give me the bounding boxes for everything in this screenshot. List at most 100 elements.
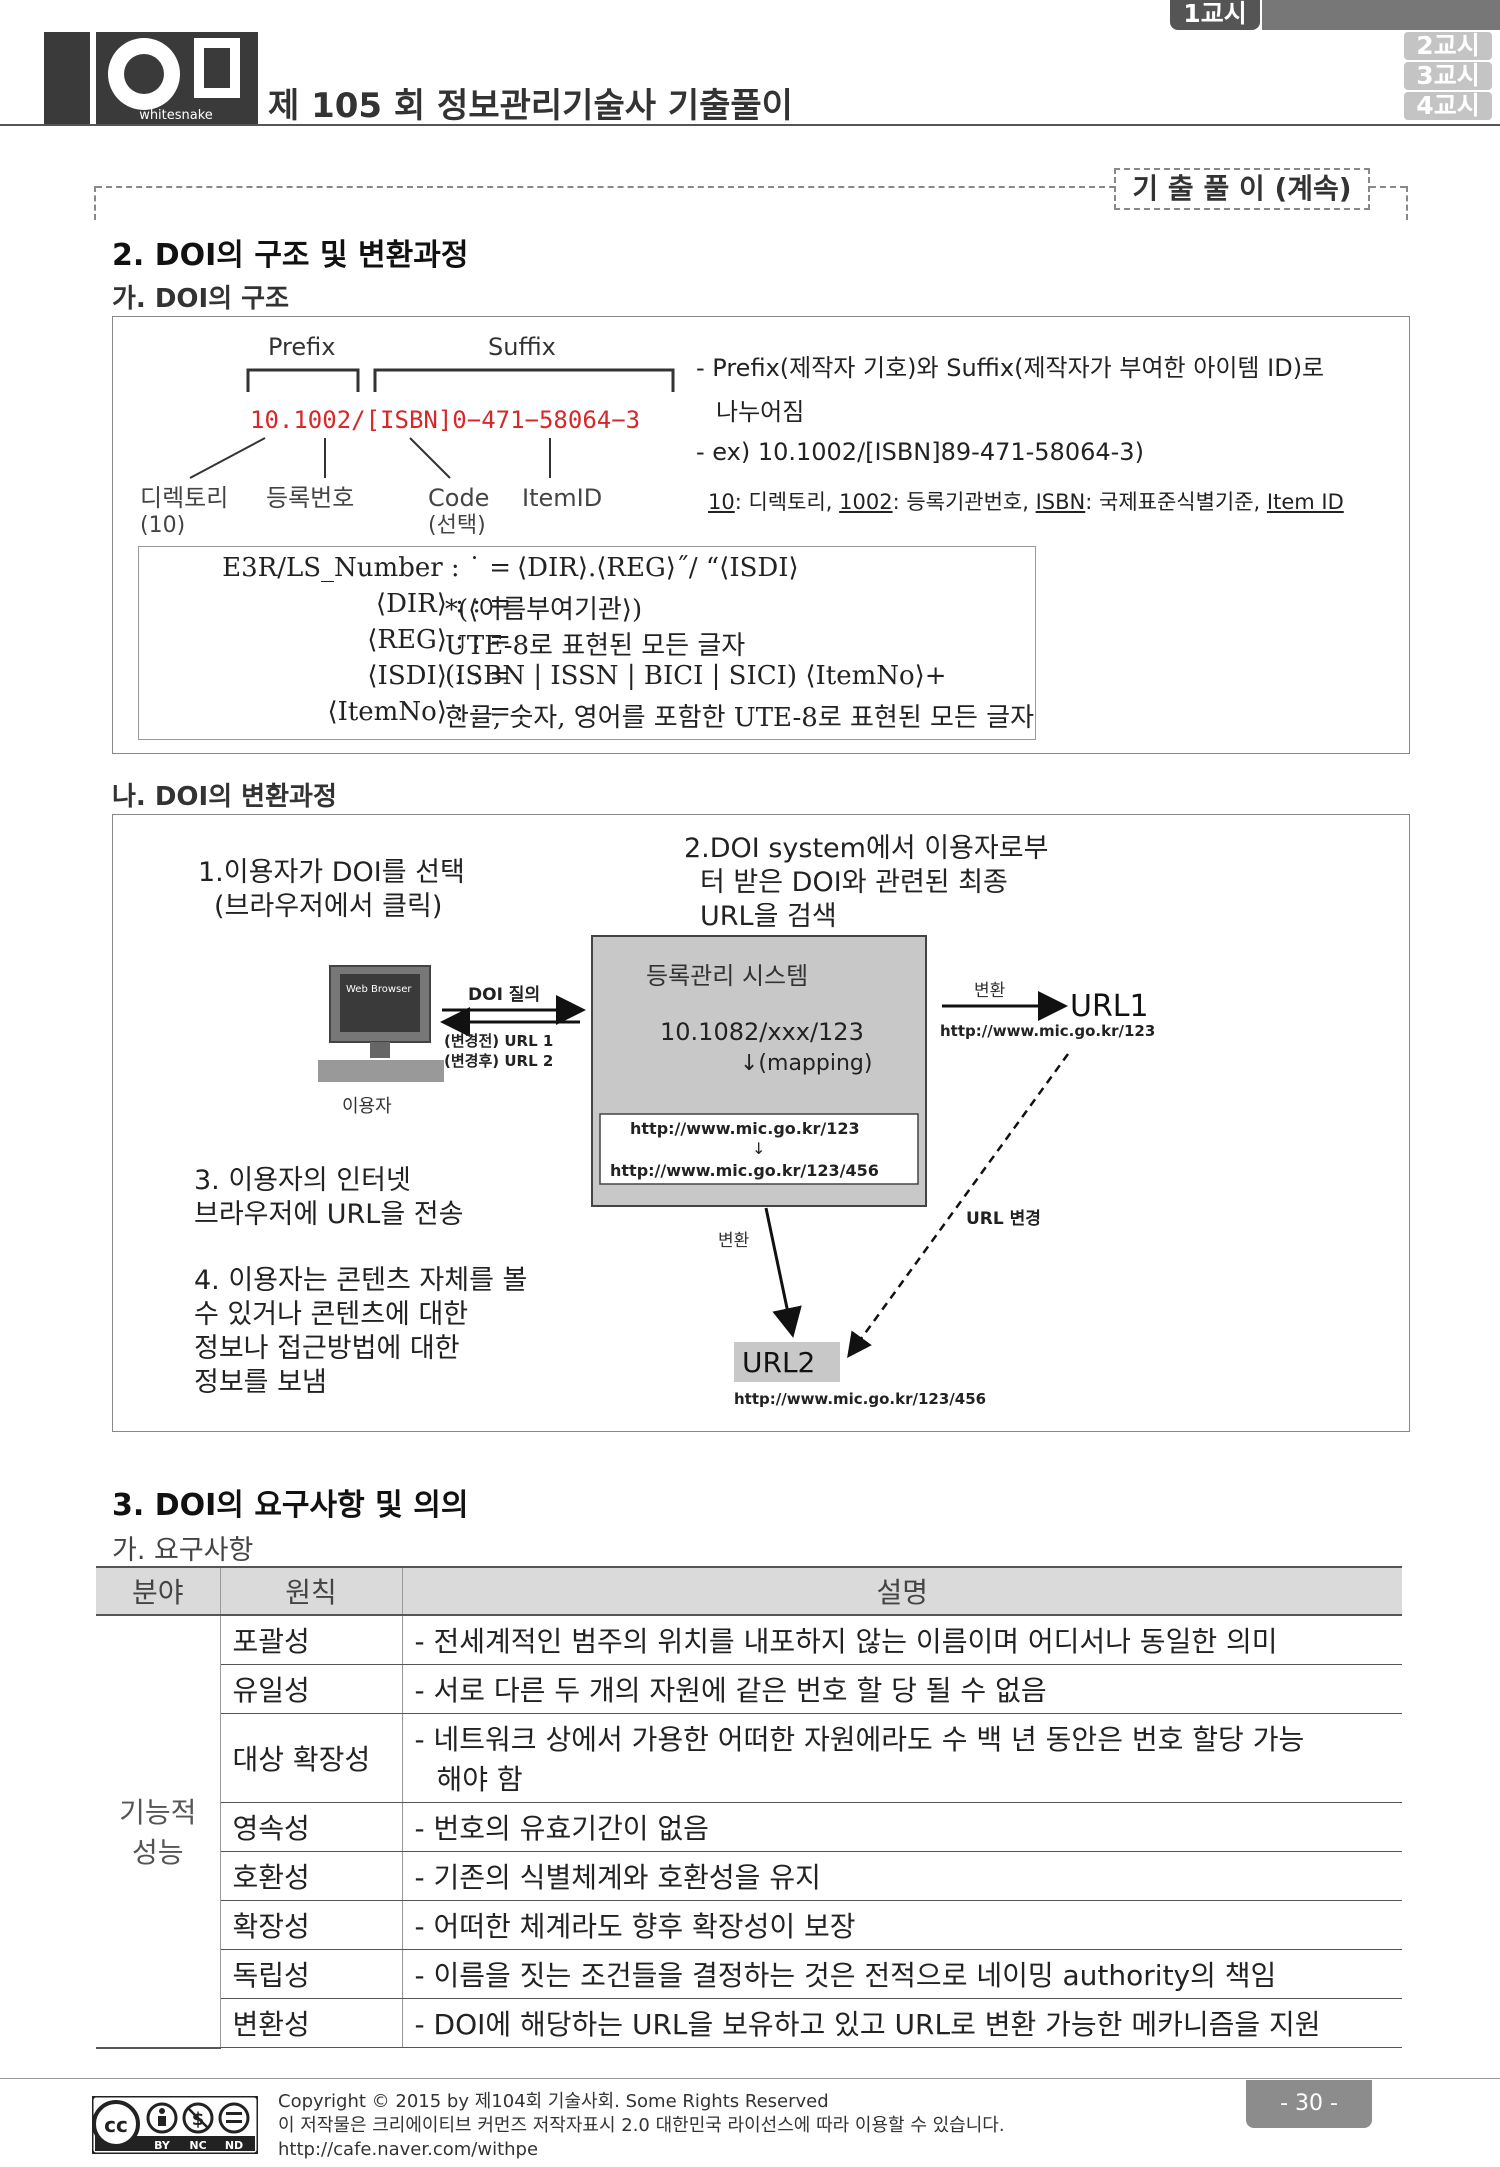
cc-term-nd: ND [225, 2139, 243, 2152]
step1-line2: (브라우저에서 클릭) [214, 891, 443, 922]
description-cell: - 서로 다른 두 개의 자원에 같은 번호 할 당 될 수 없음 [402, 1664, 1402, 1714]
dashed-rule [96, 186, 1406, 188]
web-browser-label: Web Browser [346, 984, 412, 995]
user-label: 이용자 [342, 1096, 392, 1117]
step2-line3: URL을 검색 [700, 901, 837, 932]
directory-sub: (10) [140, 513, 185, 538]
table-row: 영속성 - 번호의 유효기간이 없음 [96, 1802, 1402, 1852]
description-cell: - 번호의 유효기간이 없음 [402, 1802, 1402, 1852]
page-number: - 30 - [1246, 2080, 1372, 2128]
principle-cell: 유일성 [220, 1664, 403, 1714]
logo: whitesnake [44, 28, 258, 124]
copyright-line: Copyright © 2015 by 제104회 기술사회. Some Rig… [278, 2091, 829, 2112]
grammar-lhs-5: ⟨ItemNo⟩ : : = [327, 697, 511, 727]
note-term-itemid: Item ID [1266, 490, 1344, 514]
url2-box [734, 1342, 840, 1382]
prefix-label: Prefix [268, 333, 335, 361]
step3-line2: 브라우저에 URL을 전송 [194, 1199, 464, 1230]
doi-process-diagram: Web Browser 이용자 DOI 질의 (변경전) URL 1 (변경후)… [318, 935, 1155, 1408]
table-row: 기능적 성능 포괄성 - 전세계적인 범주의 위치를 내포하지 않는 이름이며 … [96, 1615, 1402, 2049]
note-text-a: : 디렉토리, [734, 490, 840, 514]
doi-grammar-box: E3R/LS_Number : ˙ = ⟨DIR⟩.⟨REG⟩˝/ “⟨ISDI… [138, 546, 1036, 740]
convert-label-2: 변환 [718, 1231, 749, 1251]
tab-3[interactable]: 3교시 [1404, 62, 1492, 90]
before-url-label: (변경전) URL 1 [444, 1032, 553, 1050]
principle-cell: 변환성 [220, 1998, 403, 2048]
convert-label-1: 변환 [974, 981, 1005, 1001]
description-cell: - DOI에 해당하는 URL을 보유하고 있고 URL로 변환 가능한 메카니… [402, 1998, 1402, 2048]
cc-badge-text: cc [104, 2113, 128, 2137]
principle-cell: 대상 확장성 [220, 1713, 403, 1803]
cc-license-icon: cc $ BY NC ND [92, 2096, 258, 2154]
requirements-table: 분야 원칙 설명 기능적 성능 포괄성 - 전세계적인 범주의 위치를 내포하지… [96, 1566, 1402, 2049]
step4-line4: 정보를 보냄 [194, 1367, 327, 1398]
grammar-lhs-2: ⟨DIR⟩ : : = [375, 589, 511, 619]
note-term-10: 10 [708, 490, 735, 514]
cafe-link[interactable]: http://cafe.naver.com/withpe [278, 2139, 539, 2160]
grammar-lhs-3: ⟨REG⟩ : : = [367, 625, 511, 655]
area-line-2: 성능 [131, 1836, 184, 1870]
tab-2[interactable]: 2교시 [1404, 32, 1492, 60]
grammar-rhs-3: UTE-8로 표현된 모든 글자 [445, 631, 746, 661]
document-title: 제 105 회 정보관리기술사 기출풀이 [268, 86, 793, 126]
code-sub: (선택) [428, 513, 486, 538]
header-area: 분야 [96, 1566, 221, 1616]
url2-label: URL2 [742, 1346, 815, 1379]
url1-address: http://www.mic.go.kr/123 [940, 1022, 1155, 1040]
system-title: 등록관리 시스템 [646, 962, 808, 990]
logo-text: whitesnake [139, 108, 213, 123]
doi-sample: 10.1002/[ISBN]0−471−58064−3 [250, 406, 640, 434]
area-line-1: 기능적 [119, 1796, 197, 1830]
tab-1[interactable]: 1교시 [1170, 0, 1260, 30]
grammar-rhs-4: (ISBN | ISSN | BICI | SICI) ⟨ItemNo⟩+ [445, 661, 947, 691]
tab-strip [1262, 0, 1500, 30]
table-row: 유일성 - 서로 다른 두 개의 자원에 같은 번호 할 당 될 수 없음 [96, 1664, 1402, 1714]
after-url-label: (변경후) URL 2 [444, 1052, 553, 1070]
section-2a-title: 가. DOI의 구조 [112, 284, 290, 314]
table-row: 변환성 - DOI에 해당하는 URL을 보유하고 있고 URL로 변환 가능한… [96, 1998, 1402, 2048]
itemid-label: ItemID [522, 484, 602, 512]
structure-note-1: - Prefix(제작자 기호)와 Suffix(제작자가 부여한 아이템 ID… [696, 354, 1325, 382]
cc-term-by: BY [154, 2139, 171, 2152]
structure-note-3: - ex) 10.1002/[ISBN]89-471-58064-3) [696, 438, 1144, 466]
grammar-rhs-1: ⟨DIR⟩.⟨REG⟩˝/ “⟨ISDI⟩ [517, 553, 799, 583]
directory-label: 디렉토리 [140, 484, 228, 512]
table-row: 대상 확장성 - 네트워크 상에서 가용한 어떠한 자원에라도 수 백 년 동안… [96, 1713, 1402, 1803]
description-line-1: - 네트워크 상에서 가용한 어떠한 자원에라도 수 백 년 동안은 번호 할당… [414, 1723, 1305, 1756]
doi-structure-box [112, 316, 1410, 754]
structure-note-2: 나누어짐 [716, 398, 805, 426]
continue-tag: 기 출 풀 이 (계속) [1114, 168, 1370, 210]
footer-text: Copyright © 2015 by 제104회 기술사회. Some Rig… [278, 2090, 1005, 2162]
principle-cell: 호환성 [220, 1851, 403, 1901]
note-text-c: : 국제표준식별기준, [1085, 490, 1267, 514]
table-row: 독립성 - 이름을 짓는 조건들을 결정하는 것은 전적으로 네이밍 autho… [96, 1949, 1402, 1999]
regno-label: 등록번호 [266, 484, 354, 512]
tab-4[interactable]: 4교시 [1404, 92, 1492, 120]
section-3-title: 3. DOI의 요구사항 및 의의 [112, 1488, 469, 1523]
description-cell: - 네트워크 상에서 가용한 어떠한 자원에라도 수 백 년 동안은 번호 할당… [402, 1713, 1402, 1803]
table-row: 호환성 - 기존의 식별체계와 호환성을 유지 [96, 1851, 1402, 1901]
dashed-rule-right [1406, 186, 1408, 220]
area-cell: 기능적 성능 [96, 1615, 221, 2049]
principle-cell: 포괄성 [220, 1615, 403, 1665]
doi-structure-diagram: Prefix Suffix 10.1002/[ISBN]0−471−58064−… [140, 333, 675, 538]
system-doi: 10.1082/xxx/123 [660, 1018, 864, 1046]
section-2b-title: 나. DOI의 변환과정 [112, 782, 337, 812]
header-description: 설명 [402, 1566, 1402, 1616]
map-to: http://www.mic.go.kr/123/456 [610, 1161, 879, 1180]
license-line: 이 저작물은 크리에이티브 커먼즈 저작자표시 2.0 대한민국 라이선스에 따… [278, 2115, 1005, 2136]
section-2-title: 2. DOI의 구조 및 변환과정 [112, 238, 469, 273]
step4-line3: 정보나 접근방법에 대한 [194, 1333, 460, 1364]
section-3a-title: 가. 요구사항 [112, 1535, 254, 1566]
table-row: 확장성 - 어떠한 체계라도 향후 확장성이 보장 [96, 1900, 1402, 1950]
note-term-isbn: ISBN [1035, 490, 1086, 514]
step1-line1: 1.이용자가 DOI를 선택 [198, 857, 465, 888]
mapping-label: ↓(mapping) [740, 1051, 872, 1076]
url1-label: URL1 [1070, 989, 1149, 1024]
description-cell: - 이름을 짓는 조건들을 결정하는 것은 전적으로 네이밍 authority… [402, 1949, 1402, 1999]
note-term-1002: 1002 [839, 490, 893, 514]
url2-address: http://www.mic.go.kr/123/456 [734, 1390, 986, 1408]
mapping-box [599, 1113, 919, 1185]
header-divider [0, 124, 1500, 126]
grammar-lhs-1: E3R/LS_Number : ˙ = [222, 553, 511, 583]
